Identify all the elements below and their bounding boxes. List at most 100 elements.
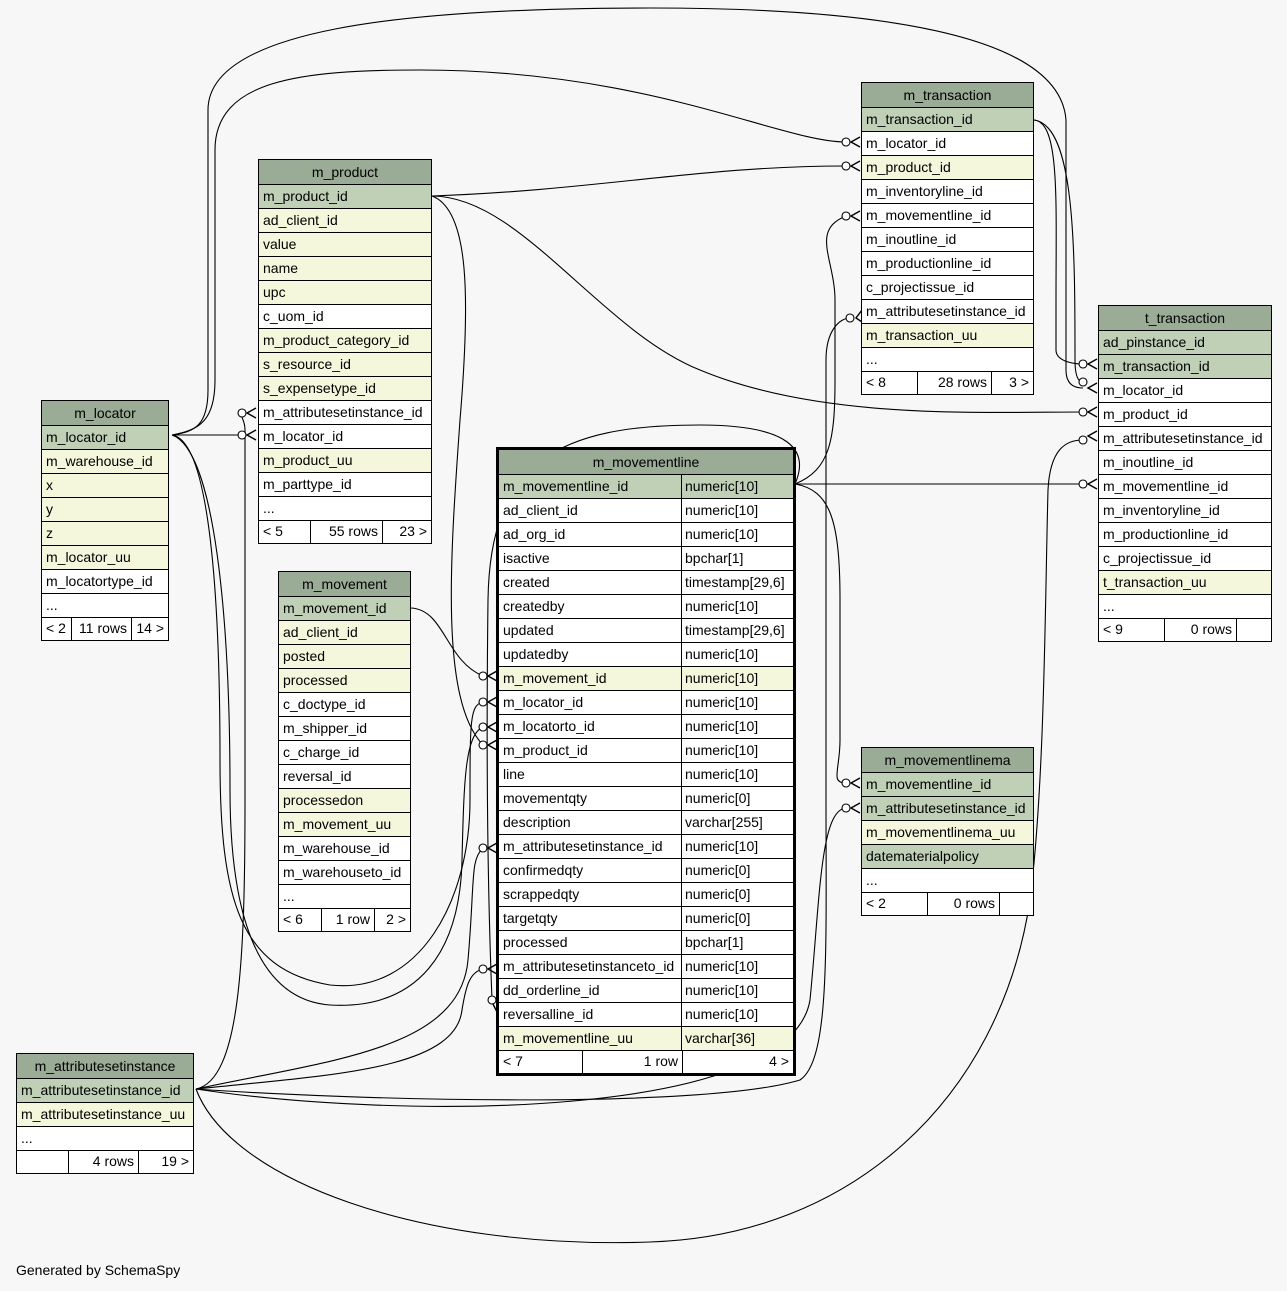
footer-prev-link[interactable]: < 8 [862,372,918,394]
column-row[interactable]: m_inoutline_id [862,228,1033,252]
column-row[interactable]: m_inoutline_id [1099,451,1271,475]
column-row[interactable]: x [42,474,168,498]
column-row[interactable]: m_inventoryline_id [862,180,1033,204]
column-row[interactable]: m_parttype_id [259,473,431,497]
column-row[interactable]: m_movementlinema_uu [862,821,1033,845]
footer-prev-link[interactable]: < 5 [259,521,311,543]
column-row[interactable]: m_locator_id [259,425,431,449]
table-header[interactable]: m_movement [279,572,410,597]
column-row[interactable]: ... [259,497,431,521]
table-header[interactable]: m_movementline [499,450,793,475]
column-row[interactable]: ... [279,885,410,909]
column-row[interactable]: m_attributesetinstance_id [862,797,1033,821]
column-row[interactable]: reversal_id [279,765,410,789]
column-row[interactable]: m_transaction_id [1099,355,1271,379]
column-row[interactable]: m_movementline_id [862,204,1033,228]
column-row[interactable]: ... [862,348,1033,372]
column-row[interactable]: z [42,522,168,546]
column-row[interactable]: m_movement_uu [279,813,410,837]
column-row[interactable]: m_locatortype_id [42,570,168,594]
column-row[interactable]: m_transaction_id [862,108,1033,132]
column-row[interactable]: t_transaction_uu [1099,571,1271,595]
column-row[interactable]: s_resource_id [259,353,431,377]
table-header[interactable]: m_product [259,160,431,185]
column-row[interactable]: m_product_uu [259,449,431,473]
footer-next-link[interactable]: 14 > [136,620,164,636]
column-row[interactable]: processedon [279,789,410,813]
footer-prev-link[interactable]: < 2 [862,893,928,915]
footer-next-link[interactable]: 23 > [399,523,427,539]
column-row[interactable]: value [259,233,431,257]
column-row[interactable]: m_transaction_uu [862,324,1033,348]
column-row[interactable]: m_attributesetinstance_id [17,1079,193,1103]
column-row[interactable]: m_shipper_id [279,717,410,741]
column-row[interactable]: m_inventoryline_id [1099,499,1271,523]
column-row[interactable]: m_locator_id [1099,379,1271,403]
column-row[interactable]: m_warehouse_id [42,450,168,474]
column-row[interactable]: processed [279,669,410,693]
footer-next-link[interactable]: 2 > [386,911,406,927]
column-row[interactable]: ad_client_id [259,209,431,233]
footer-next-link[interactable] [1237,619,1271,641]
column-row[interactable]: m_productionline_id [1099,523,1271,547]
table-header[interactable]: m_attributesetinstance [17,1054,193,1079]
footer-prev-link[interactable]: < 7 [499,1051,583,1073]
footer-next-link[interactable]: 4 > [769,1053,789,1069]
column-row[interactable]: m_product_id [862,156,1033,180]
column-row[interactable]: m_product_id [1099,403,1271,427]
column-row[interactable]: c_projectissue_id [862,276,1033,300]
column-row[interactable]: m_attributesetinstance_id [1099,427,1271,451]
column-row[interactable]: m_product_id [259,185,431,209]
footer-prev-link[interactable]: < 2 [42,618,72,640]
column-row[interactable]: ... [862,869,1033,893]
column-row[interactable]: m_attributesetinstance_id [259,401,431,425]
table-header[interactable]: m_movementlinema [862,748,1033,773]
column-row[interactable]: name [259,257,431,281]
column-row[interactable]: ad_pinstance_id [1099,331,1271,355]
column-row[interactable]: upc [259,281,431,305]
footer-next-link[interactable] [1000,893,1033,915]
column-row[interactable]: m_locator_uu [42,546,168,570]
column-row[interactable]: m_warehouseto_id [279,861,410,885]
column-row[interactable]: m_product_category_id [259,329,431,353]
footer-next-link[interactable]: 3 > [1009,374,1029,390]
column-row[interactable]: c_charge_id [279,741,410,765]
footer-prev-link[interactable] [17,1151,69,1173]
column-row[interactable]: m_warehouse_id [279,837,410,861]
table-header[interactable]: m_locator [42,401,168,426]
column-row[interactable]: m_attributesetinstance_uu [17,1103,193,1127]
column-row[interactable]: c_doctype_id [279,693,410,717]
footer-next-link[interactable]: 19 > [161,1153,189,1169]
column-row[interactable]: ... [1099,595,1271,619]
table-header[interactable]: t_transaction [1099,306,1271,331]
column-row[interactable]: datematerialpolicy [862,845,1033,869]
column-row[interactable]: ... [42,594,168,618]
column-row[interactable]: m_productionline_id [862,252,1033,276]
column-row[interactable]: m_locator_id [42,426,168,450]
